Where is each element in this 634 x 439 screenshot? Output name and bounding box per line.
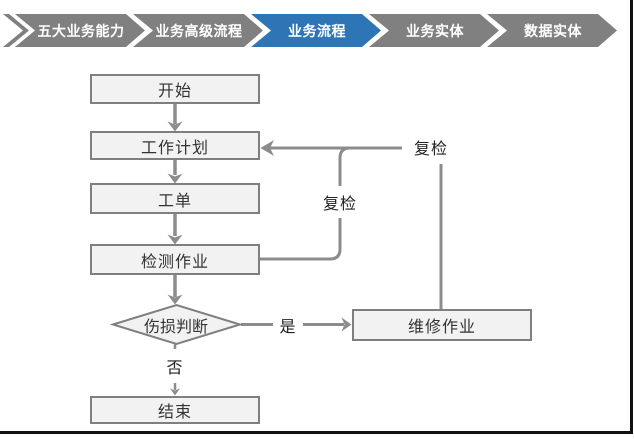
nav-step-1[interactable]: 五大业务能力: [37, 22, 125, 39]
chevron-shape-3-active[interactable]: [251, 14, 381, 47]
chevron-step-bar: [3, 14, 617, 47]
arrowhead-inspection-decision: [167, 294, 183, 305]
nav-step-4[interactable]: 业务实体: [406, 22, 464, 39]
page-border-bottom: [0, 431, 633, 434]
edge-label-yes: 是: [273, 311, 303, 338]
page-border-right: [630, 0, 633, 434]
node-repair: 维修作业: [352, 309, 532, 341]
nav-step-5[interactable]: 数据实体: [524, 22, 582, 39]
nav-step-2[interactable]: 业务高级流程: [155, 22, 243, 39]
connector-recheck-repair: [268, 146, 443, 309]
node-start: 开始: [90, 74, 260, 104]
chevron-shape-5[interactable]: [487, 14, 617, 47]
chevron-shape-2[interactable]: [133, 14, 263, 47]
arrowhead-order-inspection: [167, 234, 183, 245]
arrowhead-recheck-plan: [260, 140, 274, 156]
arrowhead-decision-end: [170, 388, 180, 396]
edge-label-recheck-inspection: 复检: [317, 186, 363, 218]
node-end: 结束: [90, 396, 260, 424]
chevron-shape-1[interactable]: [15, 14, 145, 47]
arrowhead-plan-order: [167, 173, 183, 184]
node-inspection: 检测作业: [90, 244, 260, 275]
nav-step-3-active[interactable]: 业务流程: [288, 22, 346, 39]
arrowhead-start-plan: [167, 121, 183, 132]
arrowhead-decision-repair: [341, 317, 352, 332]
edge-label-no: 否: [160, 349, 190, 383]
chevron-lead-band: [3, 14, 29, 47]
chevron-shape-4[interactable]: [369, 14, 499, 47]
node-work-plan: 工作计划: [90, 131, 260, 160]
node-decision-label: 伤损判断: [143, 319, 208, 336]
decision-diamond-shape: [109, 303, 244, 346]
node-work-order: 工单: [90, 183, 260, 214]
edge-label-recheck-repair: 复检: [402, 130, 460, 164]
